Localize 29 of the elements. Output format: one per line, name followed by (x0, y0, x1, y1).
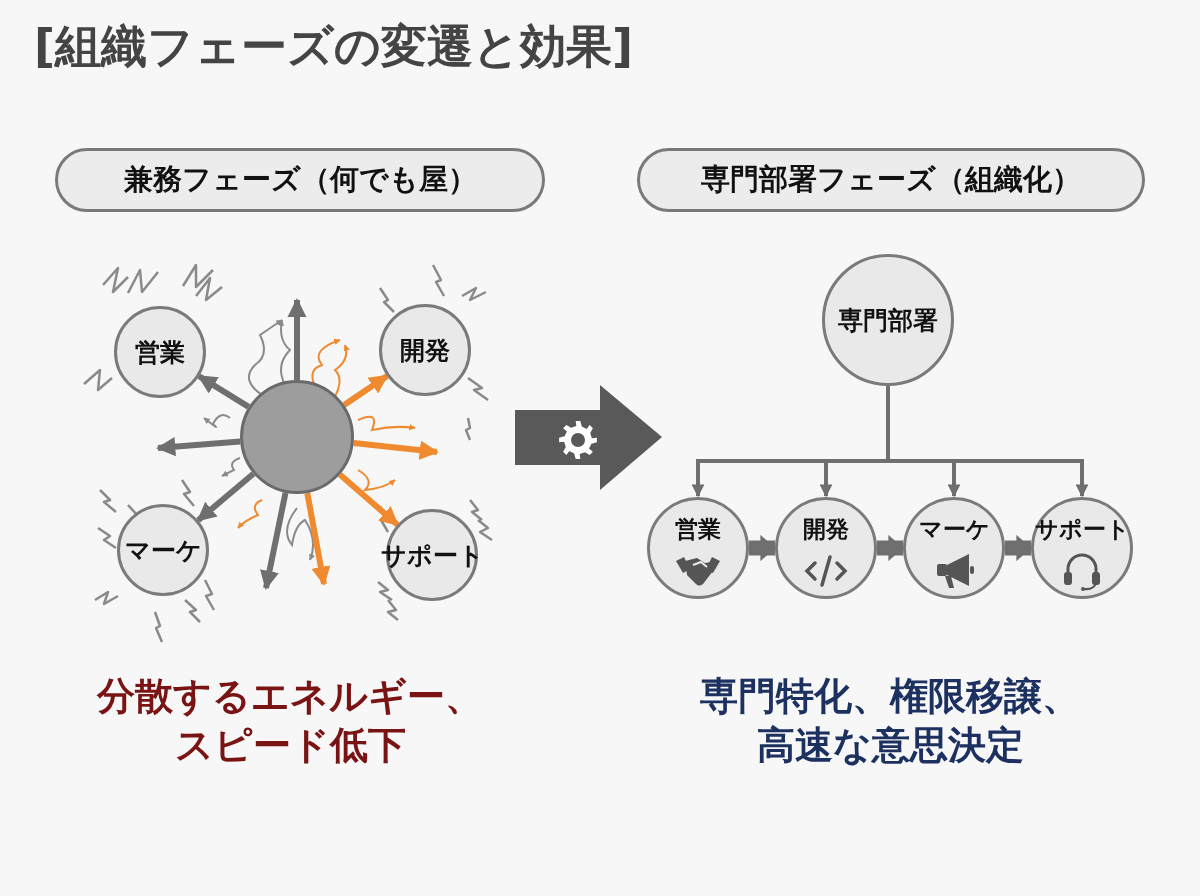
summary-text: 分散するエネルギー、スピード低下 (95, 673, 484, 770)
department-label: マーケ (124, 534, 202, 567)
phase-label: 専門部署フェーズ（組織化） (701, 161, 1081, 198)
arrow (337, 472, 400, 527)
diagram-title: [組織フェーズの変遷と効果] (34, 18, 634, 75)
arrow (304, 492, 331, 586)
phase-label: 兼務フェーズ（何でも屋） (123, 161, 477, 198)
arrow (353, 440, 439, 460)
arrow (886, 386, 1089, 498)
department-label: サポート (380, 539, 484, 572)
arrow (287, 298, 307, 380)
arrow (877, 534, 904, 562)
department-circle (379, 304, 471, 396)
department-circle (117, 504, 209, 596)
department-label: サポート (1034, 515, 1130, 544)
summary-text: 専門特化、権限移譲、高速な意思決定 (699, 673, 1081, 770)
department-label: マーケ (918, 515, 990, 544)
arrow (749, 534, 776, 562)
department-label: 開発 (400, 334, 450, 367)
arrow (197, 373, 251, 410)
arrow (342, 373, 389, 408)
arrow (1005, 534, 1032, 562)
department-label: 専門部署 (838, 304, 938, 337)
arrow (196, 471, 256, 523)
department-label: 営業 (135, 336, 185, 369)
department-label: 開発 (803, 515, 849, 544)
arrow (156, 437, 241, 457)
arrow (260, 492, 289, 590)
department-label: 営業 (675, 515, 721, 544)
